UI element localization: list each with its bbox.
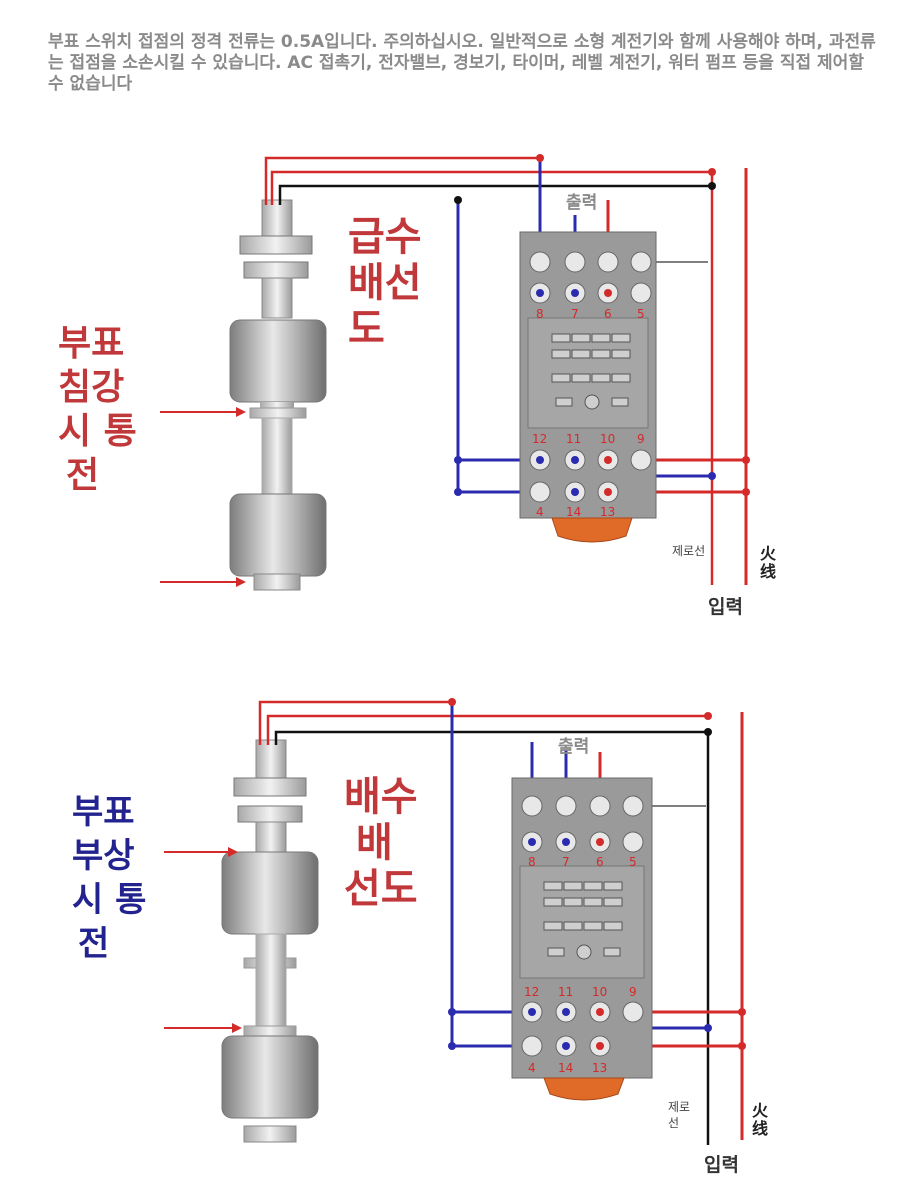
relay-socket-2 <box>511 777 653 1101</box>
pin-label: 11 <box>558 985 573 999</box>
state-line: 시 통 <box>72 880 147 920</box>
float-switch-2 <box>164 739 319 1143</box>
pin-label: 4 <box>536 505 544 519</box>
pin-label: 11 <box>566 432 581 446</box>
wire-dots-2 <box>448 698 746 1050</box>
diagram2-neutral-label: 제로 <box>668 1100 691 1114</box>
pin-label: 12 <box>532 432 547 446</box>
diagram2-neutral-label-2: 선 <box>668 1116 680 1130</box>
diagram2-live-label: 火线 <box>752 1101 769 1138</box>
pin-label: 5 <box>637 307 645 321</box>
pin-label: 4 <box>528 1061 536 1075</box>
state-line: 침강 <box>58 367 125 408</box>
diagram1-input-label: 입력 <box>708 596 743 618</box>
pin-label: 8 <box>536 307 544 321</box>
pin-label: 7 <box>571 307 579 321</box>
pin-labels-2: 8 7 6 5 12 11 10 9 4 14 13 <box>524 855 637 1075</box>
diagram2-float-state: 부표 부상 시 통 전 <box>72 790 146 966</box>
pin-label: 10 <box>592 985 607 999</box>
state-line: 전 <box>66 455 100 496</box>
diagram1-live-label: 火线 <box>760 544 777 581</box>
state-line: 부표 <box>58 323 125 364</box>
diagram2-title: 배수 배 선도 <box>344 774 418 912</box>
pin-label: 14 <box>566 505 581 519</box>
wire-dots-1 <box>454 154 750 496</box>
pin-label: 10 <box>600 432 615 446</box>
title-line: 배선 <box>348 260 422 306</box>
wires-1 <box>264 156 748 585</box>
diagram2-input-label: 입력 <box>704 1154 739 1176</box>
title-line: 급수 <box>348 214 422 260</box>
pin-label: 13 <box>600 505 615 519</box>
diagram1-float-state: 부표 침강 시 통 전 <box>58 322 137 498</box>
state-line: 부표 <box>72 792 135 832</box>
pin-label: 9 <box>629 985 637 999</box>
diagram1-output-label: 출력 <box>566 193 598 213</box>
pin-label: 8 <box>528 855 536 869</box>
pin-label: 14 <box>558 1061 573 1075</box>
title-line: 선도 <box>344 866 418 912</box>
pin-label: 6 <box>604 307 612 321</box>
title-line: 배 <box>356 820 393 866</box>
terminal-dots-1 <box>536 289 612 496</box>
pin-label: 5 <box>629 855 637 869</box>
pin-label: 7 <box>562 855 570 869</box>
float-switch-1 <box>160 199 327 591</box>
diagram1-title: 급수 배선 도 <box>348 214 422 352</box>
pin-label: 6 <box>596 855 604 869</box>
title-line: 도 <box>348 306 385 352</box>
terminal-dots-2 <box>528 838 604 1050</box>
pin-labels-1: 8 7 6 5 12 11 10 9 4 14 13 <box>532 307 645 519</box>
state-line: 부상 <box>72 836 135 876</box>
relay-socket-1 <box>519 231 657 543</box>
pin-label: 13 <box>592 1061 607 1075</box>
diagram2-output-label: 출력 <box>558 737 590 757</box>
pin-label: 9 <box>637 432 645 446</box>
pin-label: 12 <box>524 985 539 999</box>
diagram1-neutral-label: 제로선 <box>672 544 706 558</box>
wires-2 <box>258 700 744 1145</box>
notice-text: 부표 스위치 접점의 정격 전류는 0.5A입니다. 주의하십시오. 일반적으로… <box>48 32 876 94</box>
state-line: 전 <box>78 924 110 964</box>
title-line: 배수 <box>344 774 418 820</box>
state-line: 시 통 <box>58 411 137 452</box>
